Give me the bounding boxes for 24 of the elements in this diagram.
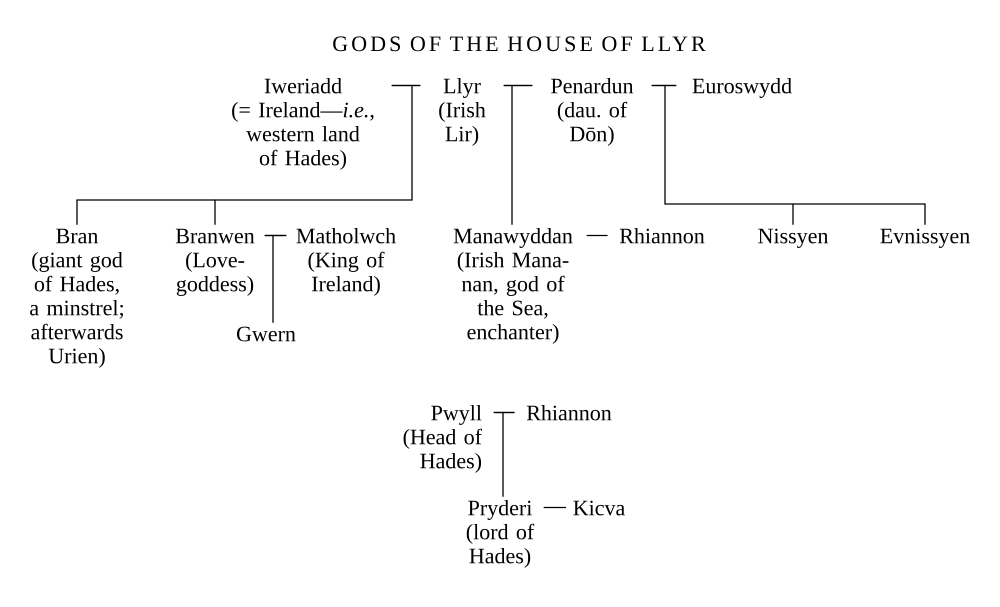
person-label: Penardun (dau. of Dōn)	[551, 78, 634, 146]
person-label: Kicva	[573, 500, 625, 516]
descent-line	[76, 84, 420, 225]
person-label: Euroswydd	[692, 78, 792, 98]
person-label: Evnissyen	[880, 228, 970, 248]
descent-line	[494, 412, 515, 497]
person-label: Pryderi (lord of Hades)	[466, 500, 534, 568]
marriage-line	[586, 234, 608, 236]
person-label: Manawyddan (Irish Mana- nan, god of the Sea, enchanter)	[454, 228, 573, 344]
descent-line	[504, 84, 532, 225]
person-label: Llyr (Irish Lir)	[439, 78, 486, 146]
person-label: Iweriadd (= Ireland—i.e., western land of Hades)	[232, 78, 374, 170]
person-label: Rhiannon	[526, 404, 612, 420]
person-label: Matholwch (King of Ireland)	[296, 228, 396, 296]
descent-line	[264, 234, 286, 323]
person-label: Rhiannon	[620, 228, 704, 244]
descent-line	[652, 84, 926, 225]
person-label: Pwyll (Head of Hades)	[404, 404, 482, 473]
title: GODS OF THE HOUSE OF LLYR	[333, 36, 706, 52]
person-label: Nissyen	[758, 228, 828, 248]
person-label: Gwern	[236, 326, 296, 342]
person-label: Branwen (Love- goddess)	[176, 228, 254, 296]
marriage-line	[544, 506, 566, 508]
person-label: Bran (giant god of Hades, a minstrel; afterwards Urien)	[30, 228, 123, 368]
